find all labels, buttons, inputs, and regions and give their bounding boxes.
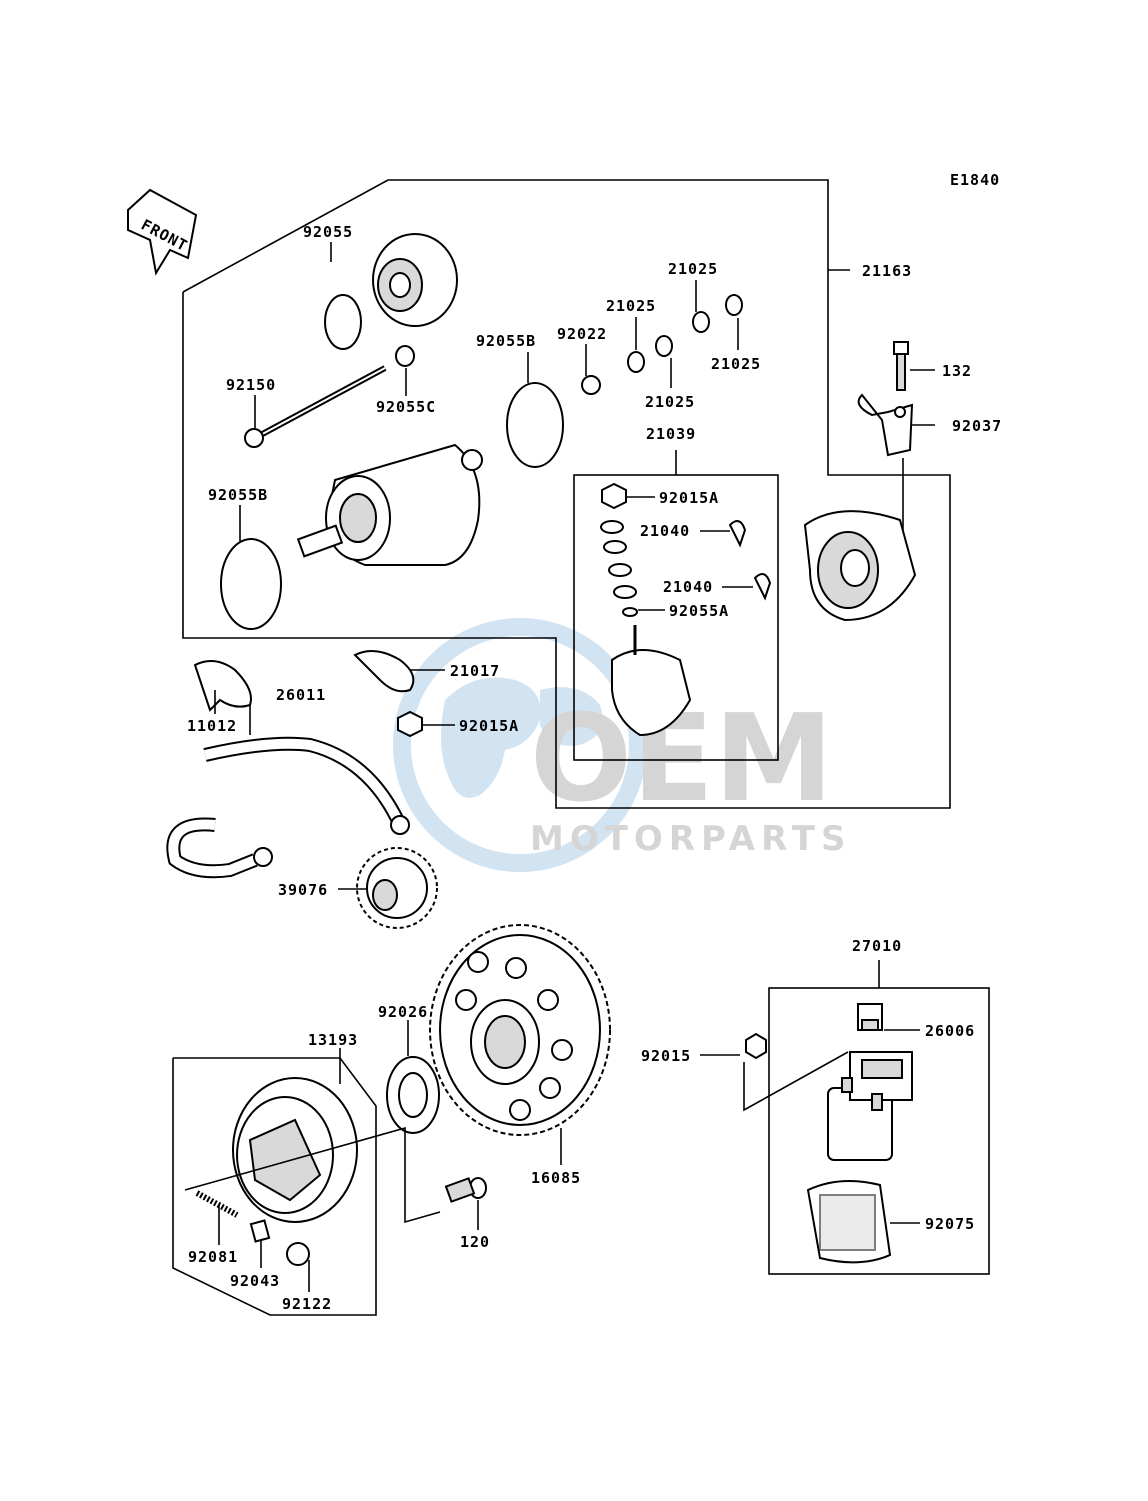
label-132: 132: [942, 362, 972, 380]
label-92015a-a: 92015A: [659, 489, 719, 507]
brush-washer-a: [600, 520, 624, 534]
label-21025-d: 21025: [645, 393, 695, 411]
starter-motor-body: [296, 443, 483, 566]
nut-92015a-b: [397, 710, 423, 738]
o-ring-92055c: [395, 345, 415, 367]
one-way-clutch-13193: [232, 1077, 358, 1223]
label-92026: 92026: [378, 1003, 428, 1021]
washer-21025-a: [627, 351, 645, 373]
label-11012: 11012: [187, 717, 237, 735]
o-ring-92055: [324, 294, 362, 350]
label-92037: 92037: [952, 417, 1002, 435]
idle-gear-39076: [356, 847, 438, 929]
bracket-92037: [857, 393, 914, 457]
o-ring-92055b-left: [220, 538, 282, 630]
brush-washer-d: [613, 585, 637, 599]
label-92122: 92122: [282, 1295, 332, 1313]
label-39076: 39076: [278, 881, 328, 899]
label-21017: 21017: [450, 662, 500, 680]
spring-92081: [195, 1190, 239, 1218]
spring-21040-a: [728, 520, 747, 548]
brush-washer-c: [608, 563, 632, 577]
label-21163: 21163: [862, 262, 912, 280]
label-21040-b: 21040: [663, 578, 713, 596]
watermark-sub: MOTORPARTS: [530, 819, 851, 859]
label-92015: 92015: [641, 1047, 691, 1065]
cable-26011: [166, 736, 410, 879]
front-arrow-icon: FRONT: [127, 188, 198, 276]
label-21025-b: 21025: [668, 260, 718, 278]
brush-washer-b: [603, 540, 627, 554]
label-92015a-b: 92015A: [459, 717, 519, 735]
label-16085: 16085: [531, 1169, 581, 1187]
washer-92022: [581, 375, 601, 395]
label-92043: 92043: [230, 1272, 280, 1290]
fuse-26006: [857, 1003, 883, 1031]
label-21025-a: 21025: [606, 297, 656, 315]
label-27010: 27010: [852, 937, 902, 955]
label-13193: 13193: [308, 1031, 358, 1049]
o-ring-92055b-top: [506, 382, 564, 468]
label-92081: 92081: [188, 1248, 238, 1266]
clutch-gear-16085: [429, 924, 611, 1136]
label-92055b-top: 92055B: [476, 332, 536, 350]
o-ring-92055a: [622, 607, 638, 617]
label-21040-a: 21040: [640, 522, 690, 540]
cap-11012: [193, 660, 252, 712]
brush-holder-plate: [611, 625, 692, 737]
label-120: 120: [460, 1233, 490, 1251]
label-26006: 26006: [925, 1022, 975, 1040]
diagram-code: E1840: [950, 171, 1000, 189]
label-92055b-left: 92055B: [208, 486, 268, 504]
part-labels: 92055 92150 92055C 92055B 92022 21025 21…: [187, 223, 1002, 1313]
bolt-120: [444, 1177, 487, 1203]
starter-assembly-outline: [182, 179, 951, 809]
spring-21040-b: [753, 573, 772, 601]
starter-relay: [827, 1051, 913, 1161]
roller-92122: [286, 1242, 310, 1266]
label-92055: 92055: [303, 223, 353, 241]
washer-21025-b: [655, 335, 673, 357]
rear-cover-21163: [803, 510, 917, 622]
nut-92015: [745, 1032, 767, 1060]
cap-92043: [249, 1219, 271, 1243]
label-21039: 21039: [646, 425, 696, 443]
washer-21025-d: [725, 294, 743, 316]
washer-21025-c: [692, 311, 710, 333]
watermark-globe-icon: [393, 618, 647, 872]
starter-front-cover: [372, 233, 458, 327]
label-92055a: 92055A: [669, 602, 729, 620]
label-26011: 26011: [276, 686, 326, 704]
relay-cover-92075: [806, 1180, 892, 1264]
through-bolt-92150: [244, 365, 387, 448]
label-92055c: 92055C: [376, 398, 436, 416]
cap-21017: [353, 650, 415, 693]
label-92075: 92075: [925, 1215, 975, 1233]
leader-lines: [214, 242, 935, 1292]
label-92150: 92150: [226, 376, 276, 394]
nut-92015a-a: [601, 482, 627, 510]
label-21025-c: 21025: [711, 355, 761, 373]
bolt-132: [893, 341, 909, 391]
label-92022: 92022: [557, 325, 607, 343]
